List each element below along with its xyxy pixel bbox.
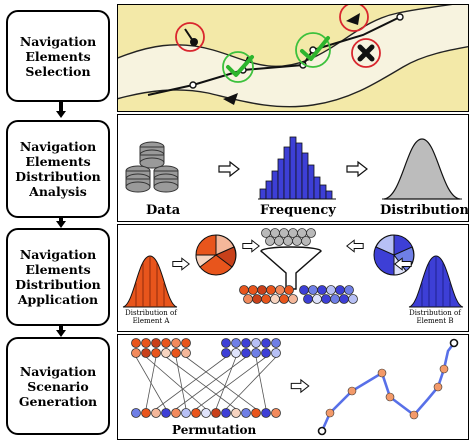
panel-application: Distribution of Element A <box>117 224 469 332</box>
flow-arrow-3 <box>56 330 66 337</box>
arrow-right-icon <box>242 239 260 253</box>
pin-icon <box>184 28 198 46</box>
distribution-a-label: Distribution of Element A <box>125 309 177 326</box>
scenario-start-node <box>317 426 327 436</box>
flow-arrow-1 <box>56 111 66 118</box>
frequency-histogram <box>258 136 336 200</box>
arrow-right-icon <box>218 160 240 178</box>
selected-ring-1 <box>222 51 254 83</box>
stage-box-application: Navigation Elements Distribution Applica… <box>6 228 110 326</box>
scenario-path <box>317 338 459 436</box>
stage-title-selection: Navigation Elements Selection <box>19 33 97 79</box>
arrow-left-icon <box>394 257 412 271</box>
route-node <box>396 13 404 21</box>
stage-box-analysis: Navigation Elements Distribution Analysi… <box>6 120 110 218</box>
check-icon <box>300 36 330 61</box>
flow-stem-2 <box>59 218 63 221</box>
stage-title-generation: Navigation Scenario Generation <box>18 363 98 409</box>
scenario-node <box>409 410 419 420</box>
check-icon <box>226 55 254 77</box>
pie-a-icon <box>195 234 237 276</box>
frequency-label: Frequency <box>260 203 336 218</box>
scenario-node <box>325 408 335 418</box>
excluded-x-ring <box>351 38 381 68</box>
stage-box-selection: Navigation Elements Selection <box>6 10 110 102</box>
arrow-right-icon <box>346 160 368 178</box>
distribution-b-curve <box>408 255 464 308</box>
close-icon <box>357 44 375 62</box>
stage-title-analysis: Navigation Elements Distribution Analysi… <box>15 139 101 199</box>
triangle-icon <box>223 93 238 105</box>
distribution-label: Distribution <box>380 203 469 218</box>
panel-generation: Permutation <box>117 334 469 440</box>
scenario-end-node <box>449 338 459 348</box>
scenario-node <box>377 368 387 378</box>
selection-map <box>118 5 468 111</box>
database-icon <box>125 141 179 193</box>
stage-title-application: Navigation Elements Distribution Applica… <box>15 247 101 307</box>
panel-analysis: Data Frequency Distribution <box>117 114 469 222</box>
permutation-label: Permutation <box>172 423 257 437</box>
flow-arrow-2 <box>56 221 66 228</box>
distribution-curve <box>382 138 462 200</box>
scenario-node <box>433 382 443 392</box>
flow-stem-1 <box>59 102 63 111</box>
stage-box-generation: Navigation Scenario Generation <box>6 337 110 435</box>
flow-stem-3 <box>59 326 63 330</box>
route-node <box>189 81 197 89</box>
triangle-icon <box>346 13 360 25</box>
excluded-triangle-ring <box>339 5 369 32</box>
arrow-right-icon <box>172 257 190 271</box>
scenario-node <box>439 364 449 374</box>
data-label: Data <box>146 203 181 218</box>
arrow-left-icon <box>346 239 364 253</box>
distribution-a-curve <box>122 255 178 308</box>
funnel-icon <box>260 228 322 290</box>
sampled-elements-b <box>299 285 358 304</box>
arrow-right-icon <box>290 378 310 394</box>
panel-selection <box>117 4 469 112</box>
sampled-elements-a <box>239 285 298 304</box>
permutation-graph <box>131 338 281 418</box>
scenario-node <box>347 386 357 396</box>
distribution-b-label: Distribution of Element B <box>409 309 461 326</box>
selected-ring-2 <box>295 32 331 68</box>
excluded-pin-ring <box>175 22 205 52</box>
scenario-node <box>385 392 395 402</box>
